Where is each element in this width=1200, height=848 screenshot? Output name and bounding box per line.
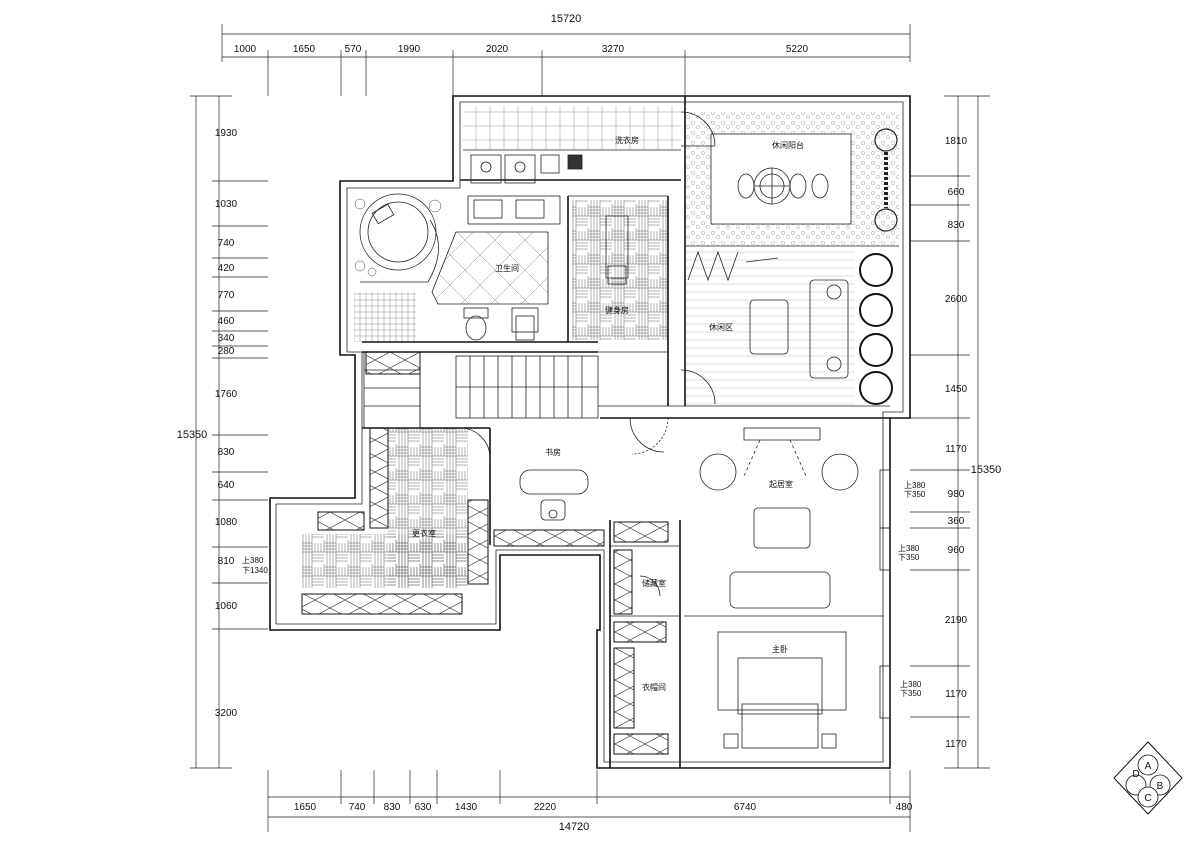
dim-top-total: 15720 [551,13,582,25]
wardrobes [301,351,669,755]
dim-top-7: 5220 [786,44,809,55]
sinks [467,195,561,225]
dim-right-total: 15350 [971,464,1002,476]
room-label-closet: 衣帽间 [642,682,666,692]
dim-top-1: 1000 [234,44,257,55]
level-note-up-r2: 上380 [898,544,920,553]
dim-left-10: 830 [218,447,235,458]
dim-right-4: 2600 [945,294,968,305]
dim-bottom-5: 1430 [455,802,478,813]
dim-top-5: 2020 [486,44,509,55]
dim-right-11: 1170 [945,689,967,700]
dim-left-13: 810 [218,556,235,567]
dim-left-2: 1030 [215,199,238,210]
dim-bottom-1: 1650 [294,802,317,813]
dim-left-6: 460 [218,316,235,327]
dim-top-3: 570 [345,44,362,55]
dim-left-7: 340 [218,333,235,344]
level-note-up-r3: 上380 [900,680,922,689]
room-label-study: 书房 [545,447,561,457]
dim-bottom-3: 830 [384,802,401,813]
bed [717,631,847,749]
washing-machines [470,154,583,184]
dim-left-1: 1930 [215,128,238,139]
dim-left-8: 280 [218,346,235,357]
level-note-up-r1: 上380 [904,481,926,490]
compass-a: A [1145,761,1152,772]
room-label-lounge: 休闲区 [709,322,733,332]
floor-finishes [302,106,899,588]
dim-left-4: 420 [218,263,235,274]
dim-bottom-4: 630 [415,802,432,813]
dim-right-1: 1810 [945,136,968,147]
toilets [463,307,539,341]
dim-right-5: 1450 [945,384,968,395]
dim-bottom-total: 14720 [559,821,590,833]
room-label-master: 主卧 [772,644,788,654]
dim-right-2: 660 [948,187,965,198]
dim-left-9: 1760 [215,389,238,400]
lounge-trees [859,253,893,405]
door-swings [459,111,716,597]
room-label-dressing: 更衣室 [412,528,436,538]
dim-right-6: 1170 [945,444,967,455]
room-label-bathroom: 卫生间 [495,263,519,273]
compass-d: D [1132,769,1139,780]
dim-top-6: 3270 [602,44,625,55]
room-label-balcony: 休闲阳台 [772,140,804,150]
dimension-lines [190,24,990,832]
dim-top-4: 1990 [398,44,421,55]
dim-top-2: 1650 [293,44,316,55]
dim-right-7: 980 [948,489,965,500]
level-note-down-r2: 下350 [898,553,920,562]
dim-left-14: 1060 [215,601,238,612]
dim-left-12: 1080 [215,517,238,528]
dim-left-5: 770 [218,290,235,301]
dim-right-3: 830 [948,220,965,231]
level-note-down-r3: 下350 [900,689,922,698]
living-furniture [684,427,884,617]
lounge-furniture [687,250,849,379]
gym-equipment [605,215,629,285]
walls [269,95,911,769]
room-label-storage: 储藏室 [642,578,666,588]
balcony-shrubs [874,128,898,232]
dim-left-15: 3200 [215,708,238,719]
dim-bottom-7: 6740 [734,802,757,813]
level-note-down-r1: 下350 [904,490,926,499]
dim-bottom-2: 740 [349,802,366,813]
section-key-compass: A B D C [1113,741,1183,815]
level-note-down-left: 下1340 [242,566,268,575]
dim-bottom-6: 2220 [534,802,557,813]
dim-right-8: 360 [948,516,965,527]
windows [879,469,891,719]
balcony-dining-set [737,167,829,205]
room-label-living: 起居室 [769,479,793,489]
dim-left-total: 15350 [177,429,208,441]
room-label-gym: 健身房 [605,305,629,315]
dim-right-9: 960 [948,545,965,556]
dim-bottom-8: 480 [896,802,913,813]
compass-c: C [1144,793,1151,804]
dim-right-10: 2190 [945,615,968,626]
bathtub [359,193,439,283]
room-label-laundry: 洗衣房 [615,135,639,145]
study-furniture [519,469,589,521]
plant-pots [354,198,442,277]
level-note-up-left: 上380 [242,556,264,565]
dim-right-12: 1170 [945,739,967,750]
dim-left-11: 640 [218,480,235,491]
compass-b: B [1157,781,1164,792]
dim-left-3: 740 [218,238,235,249]
